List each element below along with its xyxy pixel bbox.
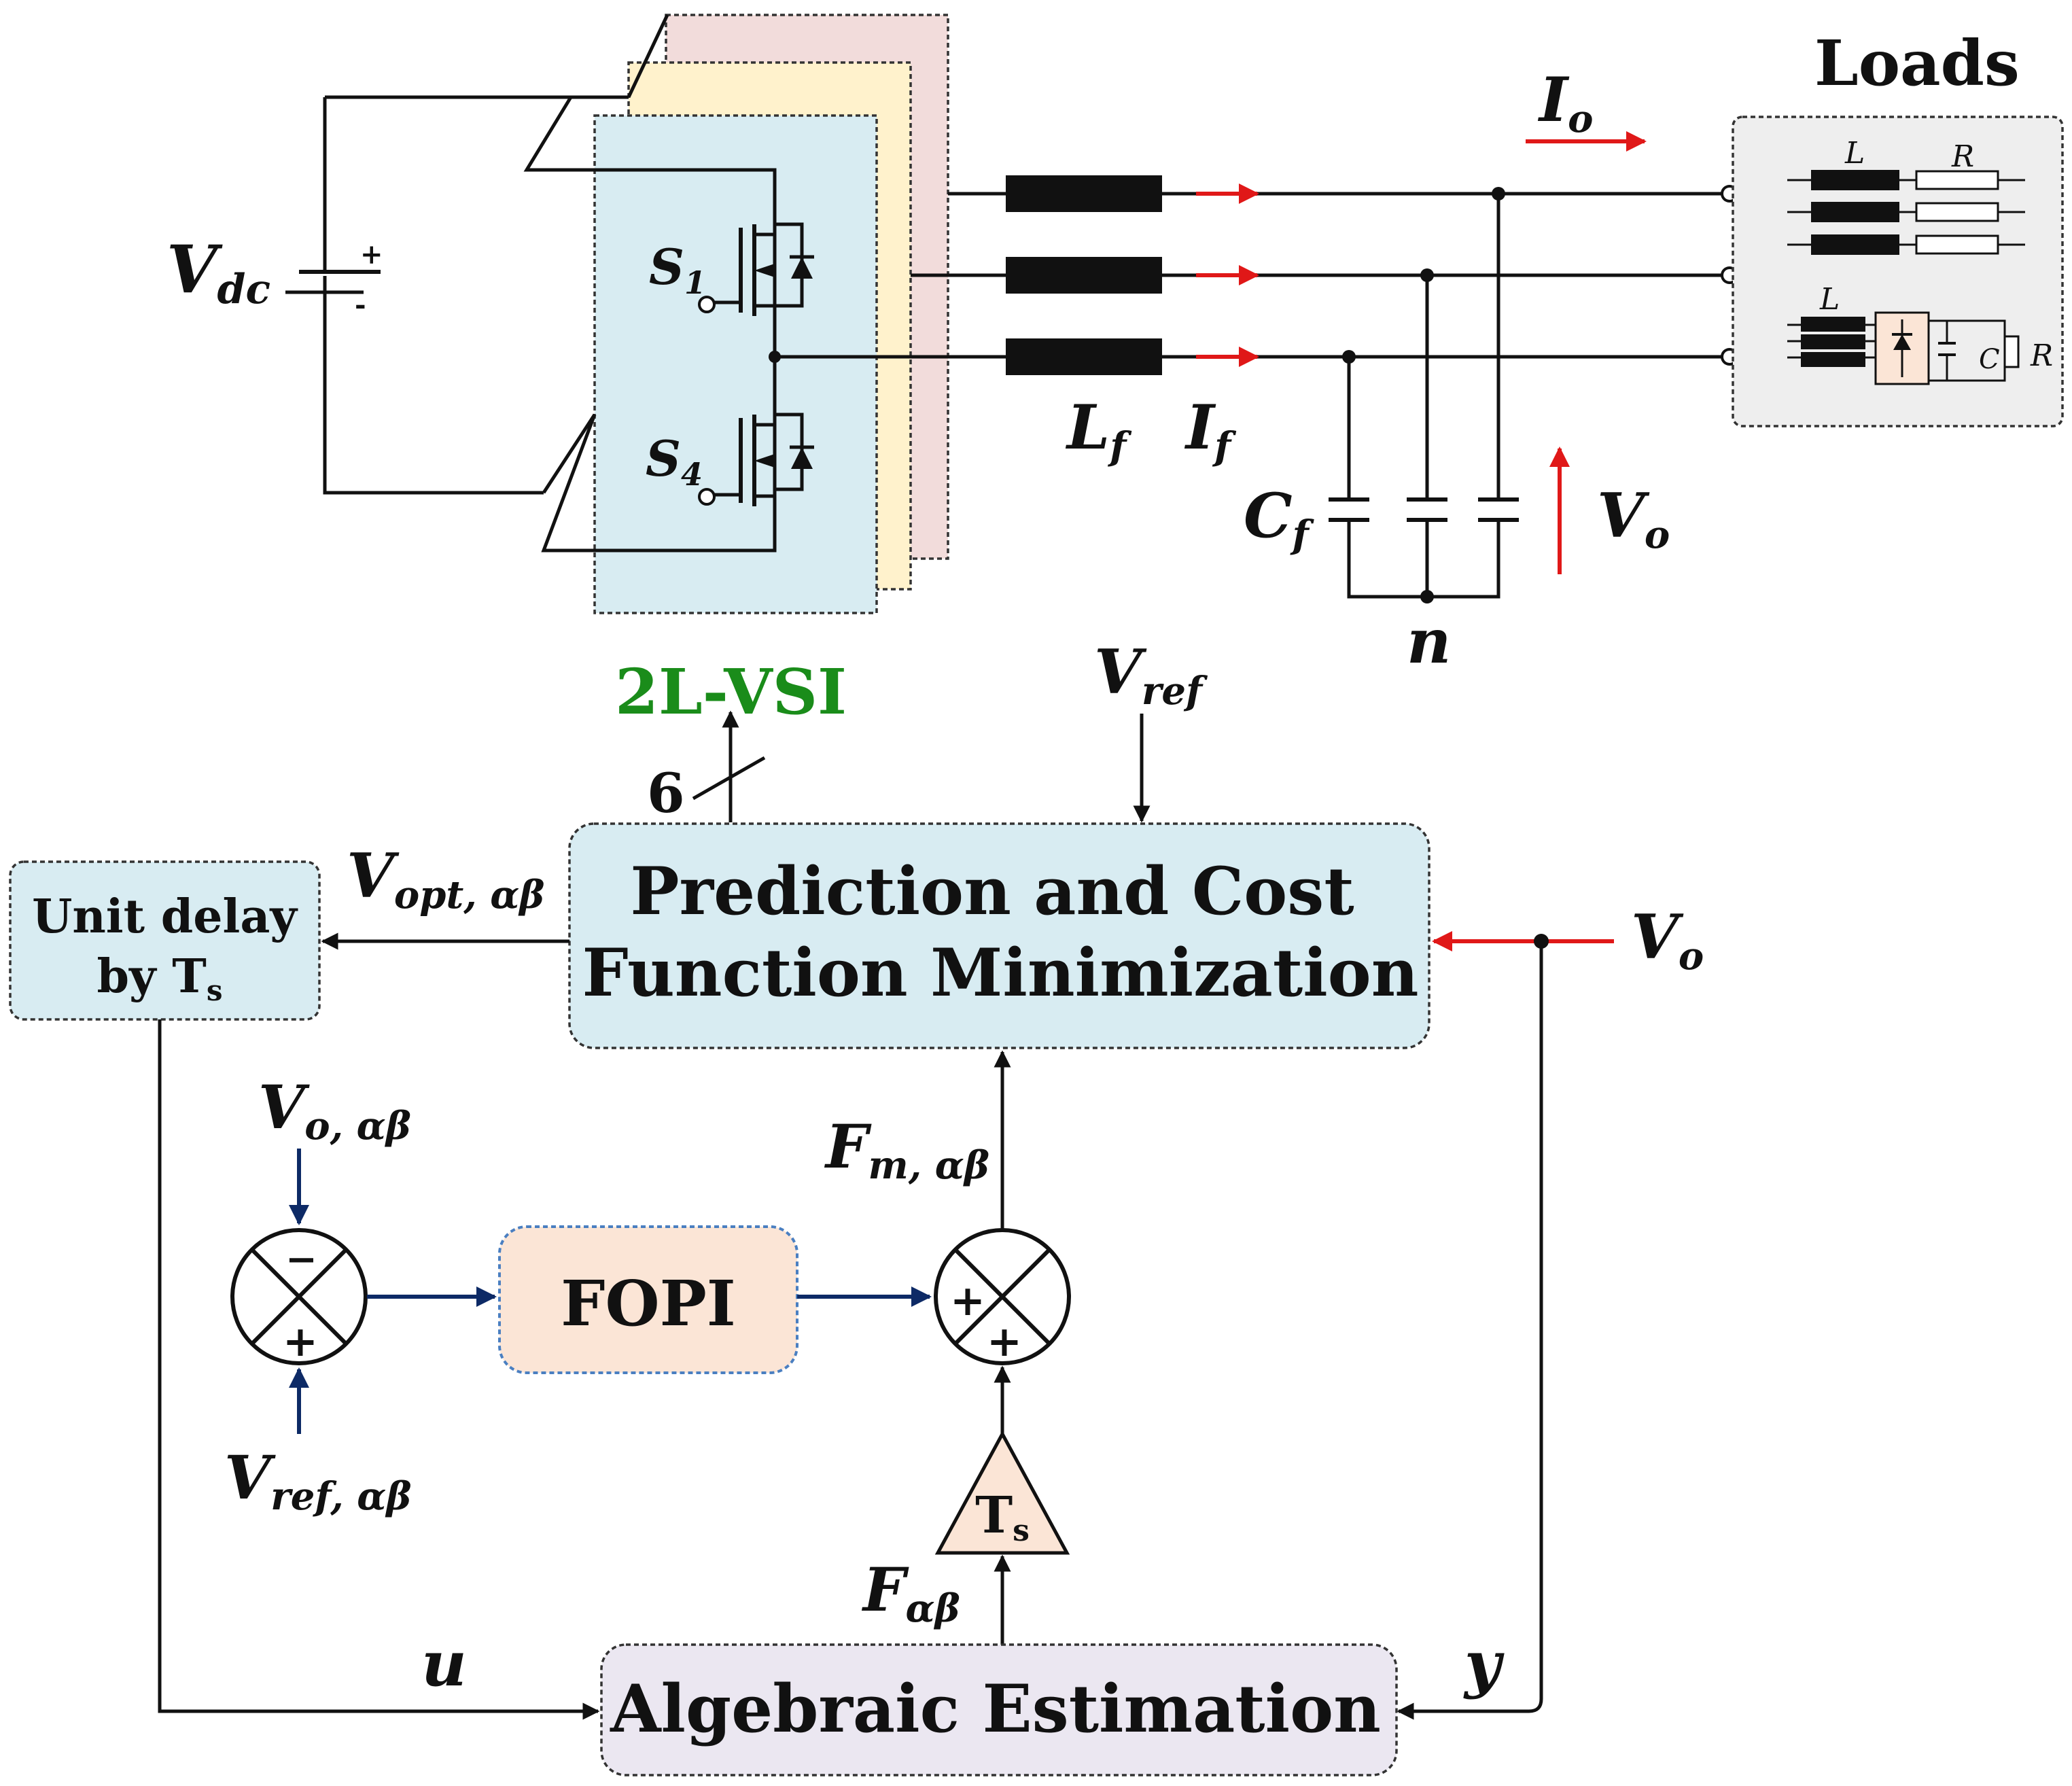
- if-label: If: [1184, 391, 1237, 469]
- vopt-label: Vopt, αβ: [347, 840, 545, 917]
- switch-s4: [698, 357, 814, 523]
- y-signal-line: [1397, 941, 1543, 1720]
- battery-minus: -: [355, 289, 366, 321]
- inductor-b: [1006, 257, 1162, 294]
- vo-label: Vo: [1597, 480, 1670, 557]
- fopi-label: FOPI: [561, 1267, 736, 1340]
- bus-count-label: 6: [647, 761, 685, 825]
- u-signal-line: [158, 1019, 600, 1720]
- fopi-block: [498, 1225, 798, 1374]
- leg-panel-a: [593, 114, 878, 614]
- load-r1-label: R: [1951, 139, 1974, 174]
- unit-delay-line2: by Ts: [97, 949, 223, 1007]
- vdc-label: Vdc: [166, 231, 270, 313]
- load-l2-label: L: [1819, 282, 1840, 317]
- sum1-top-sign: −: [285, 1237, 317, 1282]
- dc-bus-link-top: [627, 14, 669, 99]
- phase-lines: [775, 175, 1738, 375]
- fab-label: Fαβ: [861, 1554, 960, 1631]
- sum1-bottom-sign: +: [283, 1316, 318, 1366]
- load-r2-label: R: [2030, 338, 2053, 373]
- algebraic-estimation-label: Algebraic Estimation: [610, 1670, 1381, 1747]
- gain-label: Ts: [975, 1486, 1030, 1548]
- vref-label: Vref: [1094, 636, 1208, 714]
- prediction-block: [568, 822, 1430, 1049]
- vo-in-label: Vo: [1631, 901, 1704, 979]
- load-c2-label: C: [1979, 344, 2000, 375]
- cf-label: Cf: [1244, 480, 1315, 557]
- battery-plus: +: [360, 239, 383, 270]
- inductor-a: [1006, 175, 1162, 212]
- filter-capacitors: [1329, 187, 1519, 603]
- lf-label: Lf: [1065, 391, 1132, 469]
- dc-bus-link-mid: [523, 96, 777, 224]
- s1-label: S1: [649, 238, 706, 301]
- inductor-c: [1006, 338, 1162, 375]
- y-label: y: [1463, 1627, 1505, 1700]
- unit-delay-block: [9, 860, 321, 1021]
- switch-s1: [698, 222, 814, 357]
- algebraic-estimation-block: [600, 1643, 1398, 1776]
- vo-ab-label: Vo, αβ: [258, 1072, 411, 1149]
- prediction-line1: Prediction and Cost: [630, 853, 1354, 930]
- sum2-bottom-sign: +: [987, 1316, 1022, 1366]
- unit-delay-line1: Unit delay: [32, 890, 298, 944]
- s4-label: S4: [646, 430, 703, 493]
- loads-title: Loads: [1814, 27, 2020, 100]
- loads-box: [1732, 116, 2064, 427]
- io-label: Io: [1537, 64, 1593, 141]
- dc-bus-link-bottom: [542, 413, 597, 494]
- neutral-label: n: [1407, 606, 1451, 678]
- u-label: u: [421, 1627, 467, 1700]
- vref-ab-label: Vref, αβ: [224, 1442, 412, 1519]
- load-l1-label: L: [1844, 136, 1865, 171]
- prediction-line2: Function Minimization: [582, 934, 1419, 1011]
- sum2-left-sign: +: [950, 1276, 985, 1325]
- dc-source: + -: [285, 95, 629, 495]
- gain-block: [934, 1430, 1070, 1555]
- fm-label: Fm, αβ: [824, 1111, 989, 1188]
- sum-junction-1: [230, 1228, 368, 1365]
